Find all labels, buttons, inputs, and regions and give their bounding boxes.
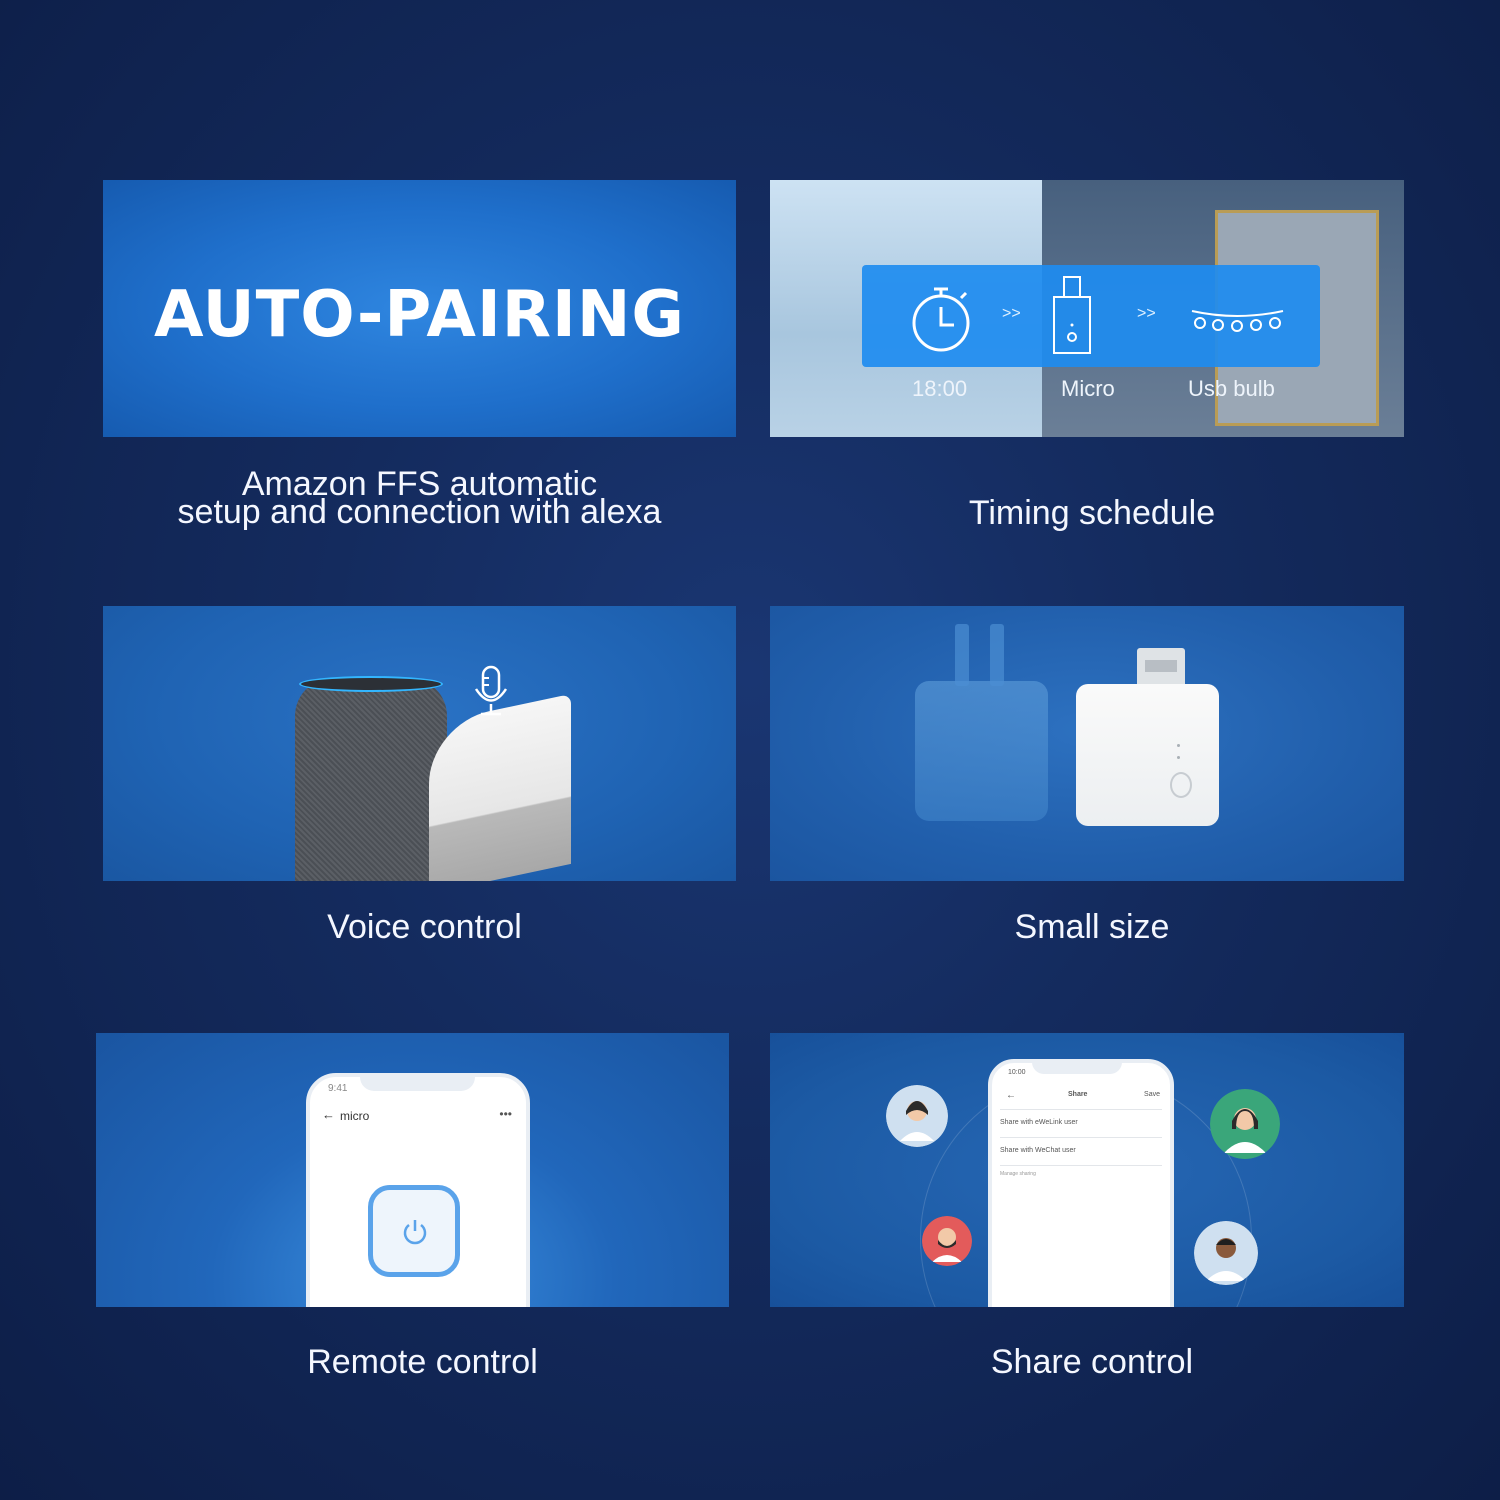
share-row-ewelink[interactable]: Share with eWeLink user <box>1000 1119 1078 1126</box>
phone-mockup: 9:41 ← micro ••• <box>306 1073 530 1307</box>
more-icon[interactable]: ••• <box>499 1107 512 1121</box>
share-caption: Share control <box>990 1343 1194 1381</box>
remote-control-panel: 9:41 ← micro ••• <box>96 1033 729 1307</box>
power-button[interactable] <box>368 1185 460 1277</box>
avatar-icon <box>1210 1089 1280 1159</box>
phone-time: 10:00 <box>1008 1069 1026 1076</box>
usb-switch-icon <box>1053 276 1091 354</box>
manage-sharing-link[interactable]: Manage sharing <box>1000 1171 1036 1177</box>
avatar-icon <box>1194 1221 1258 1285</box>
back-arrow-icon[interactable]: ← <box>322 1107 335 1122</box>
speaker-light-ring <box>299 676 443 692</box>
back-arrow-icon[interactable]: ← <box>1006 1090 1016 1101</box>
home-speaker <box>429 693 571 881</box>
timing-bulb-label: Usb bulb <box>1188 376 1275 401</box>
voice-caption: Voice control <box>327 908 522 946</box>
power-icon <box>403 1220 427 1245</box>
timing-schedule-panel: >> >> 18:00 Micro Usb bulb <box>770 180 1404 437</box>
timing-device-label: Micro <box>1061 376 1115 401</box>
smart-speaker <box>295 678 447 881</box>
schedule-card: >> >> <box>862 265 1320 367</box>
light-bulb-string-icon <box>1191 310 1284 332</box>
arrow-1: >> <box>1002 305 1021 322</box>
timing-time-label: 18:00 <box>912 376 968 401</box>
share-control-panel: 10:00 ← Share Save Share with eWeLink us… <box>770 1033 1404 1307</box>
avatar-icon <box>922 1216 972 1266</box>
avatar-icon <box>886 1085 948 1147</box>
remote-caption: Remote control <box>307 1343 538 1381</box>
phone-mockup: 10:00 ← Share Save Share with eWeLink us… <box>988 1059 1174 1307</box>
timer-icon <box>912 287 970 352</box>
arrow-2: >> <box>1137 305 1156 322</box>
auto-pairing-heading: AUTO-PAIRING <box>154 278 685 352</box>
auto-pairing-panel: AUTO-PAIRING <box>103 180 736 437</box>
microphone-icon <box>474 665 508 716</box>
auto-pairing-caption: Amazon FFS automatic setup and connectio… <box>177 465 662 531</box>
charger-pin <box>955 624 969 686</box>
device-title: micro <box>340 1109 370 1123</box>
voice-control-panel <box>103 606 736 881</box>
share-title: Share <box>1068 1091 1088 1098</box>
small-size-panel <box>770 606 1404 881</box>
size-caption: Small size <box>1014 908 1170 946</box>
phone-time: 9:41 <box>328 1083 348 1094</box>
micro-usb-switch <box>1076 684 1219 826</box>
charger-pin <box>990 624 1004 686</box>
share-row-wechat[interactable]: Share with WeChat user <box>1000 1147 1076 1154</box>
phone-charger-ghost <box>915 681 1048 821</box>
timing-caption: Timing schedule <box>968 494 1216 532</box>
save-button[interactable]: Save <box>1144 1091 1160 1098</box>
pairing-button <box>1170 772 1192 798</box>
